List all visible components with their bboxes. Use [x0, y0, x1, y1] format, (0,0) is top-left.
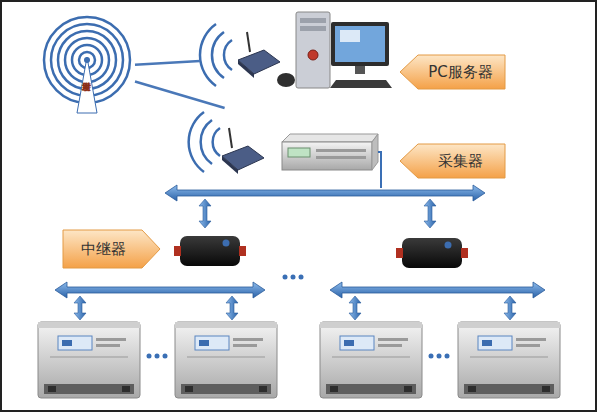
callout-label: PC服务器 — [416, 55, 505, 89]
wireless-link — [135, 61, 200, 65]
drive-slot — [300, 18, 326, 23]
dot — [299, 275, 304, 280]
device-callout: 采集器 — [188, 108, 505, 180]
collector-device — [282, 134, 378, 170]
bus-arrow — [330, 282, 545, 298]
bus-drop-arrow — [226, 296, 238, 320]
dot — [445, 354, 450, 359]
bus-arrow — [55, 282, 265, 298]
tower-shape — [40, 15, 135, 120]
transmission-tower: 发射塔 — [40, 15, 135, 120]
device-callout: PC服务器 — [200, 12, 505, 92]
panel-line — [316, 156, 366, 159]
bus-drop-arrow — [74, 296, 86, 320]
dot — [155, 354, 160, 359]
dot — [291, 275, 296, 280]
collector-display — [288, 148, 310, 157]
repeater-logo — [445, 242, 452, 249]
drive-slot — [300, 26, 326, 31]
bus-drop-arrow — [424, 199, 436, 228]
repeater-body — [402, 238, 462, 268]
modem-body — [238, 50, 280, 74]
pc-modem — [238, 32, 280, 78]
pc-tower — [296, 12, 330, 88]
dot — [429, 354, 434, 359]
collector-wireless-waves — [189, 112, 220, 172]
wave-arc — [212, 32, 224, 78]
tower-mast — [77, 57, 97, 113]
pc-wireless-waves — [200, 24, 232, 86]
modem-side — [238, 60, 254, 78]
power-button — [308, 50, 318, 60]
dot — [147, 354, 152, 359]
callout-label: 采集器 — [416, 144, 505, 178]
collector-top — [282, 134, 378, 142]
repeater-port — [239, 246, 246, 256]
repeater-logo — [223, 240, 230, 247]
bus-arrow — [165, 185, 485, 201]
headset — [277, 73, 295, 87]
keyboard — [330, 80, 392, 88]
bus-drop-arrow — [199, 199, 211, 228]
tower-top — [84, 57, 90, 63]
monitor-screen — [335, 26, 385, 62]
repeater-port — [174, 246, 181, 256]
collector-side — [372, 134, 378, 170]
end-device — [458, 322, 560, 398]
collector-modem — [222, 128, 264, 174]
collector-front — [282, 142, 372, 170]
wireless-link — [135, 82, 225, 108]
monitor-stand — [355, 66, 365, 74]
wave-arc — [200, 24, 216, 86]
dot — [437, 354, 442, 359]
device-callout: 中继器 — [63, 230, 160, 268]
antenna — [247, 32, 250, 52]
repeater-body — [180, 236, 240, 266]
callout-arrow — [63, 230, 160, 268]
repeater-device — [174, 236, 246, 266]
bus-drop-arrow — [349, 296, 361, 320]
collector-bus-wire — [378, 152, 381, 188]
ellipsis-dots — [283, 275, 304, 280]
dot — [283, 275, 288, 280]
panel-line — [316, 149, 366, 152]
wave-arc — [213, 128, 220, 156]
repeater-port — [461, 248, 468, 258]
dot — [163, 354, 168, 359]
modem-body — [222, 146, 264, 170]
bus-drop-arrow — [504, 296, 516, 320]
wave-arc — [201, 120, 212, 164]
end-device — [38, 322, 140, 398]
wave-arc — [224, 40, 232, 70]
modem-side — [222, 156, 238, 174]
end-device — [320, 322, 422, 398]
callout-label: 中继器 — [63, 230, 144, 268]
end-device — [175, 322, 277, 398]
antenna — [229, 128, 232, 148]
ellipsis-dots — [147, 354, 450, 359]
callout-arrow — [400, 55, 505, 89]
callout-arrow — [400, 144, 505, 178]
screen-window — [340, 30, 360, 42]
repeater-device — [396, 238, 468, 268]
monitor — [331, 22, 389, 66]
wave-arc — [189, 112, 204, 172]
pc-computer — [277, 12, 392, 88]
repeater-port — [396, 248, 403, 258]
